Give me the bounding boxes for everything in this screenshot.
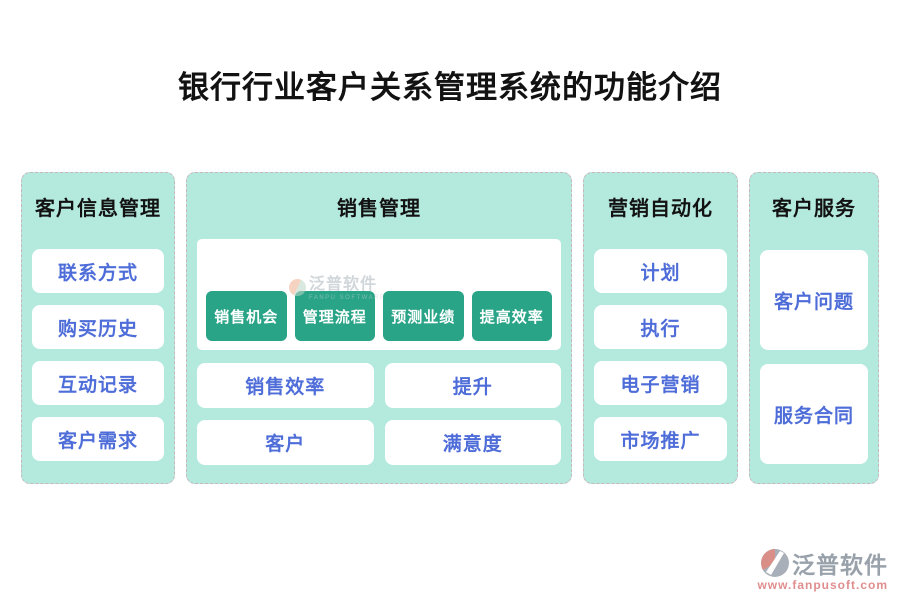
node-sales-opportunity: 销售机会: [206, 291, 287, 341]
sales-inner-box: 泛普软件 FANPU SOFTWARE 销售机会 管理流程 预测业绩 提高效率: [197, 239, 561, 350]
panel-marketing: 营销自动化 计划 执行 电子营销 市场推广: [583, 172, 738, 484]
fanpu-logo-icon: [761, 549, 789, 577]
node-plan: 计划: [594, 249, 727, 293]
footer-brand-text: 泛普软件: [792, 552, 888, 578]
panel-service: 客户服务 客户问题 服务合同: [749, 172, 879, 484]
page-title: 银行行业客户关系管理系统的功能介绍: [178, 70, 722, 105]
node-market-promotion: 市场推广: [594, 417, 727, 461]
node-interaction-record: 互动记录: [32, 361, 164, 405]
node-customer-issues: 客户问题: [760, 250, 868, 350]
node-improve: 提升: [384, 363, 561, 408]
node-service-contract: 服务合同: [760, 364, 868, 464]
node-e-marketing: 电子营销: [594, 361, 727, 405]
panel-marketing-title: 营销自动化: [608, 197, 713, 220]
node-execute: 执行: [594, 305, 727, 349]
sales-grid: 销售效率 提升 客户 满意度: [197, 363, 561, 465]
panel-marketing-items: 计划 执行 电子营销 市场推广: [594, 249, 727, 461]
node-manage-process: 管理流程: [294, 291, 375, 341]
sales-buttons-row: 销售机会 管理流程 预测业绩 提高效率: [206, 291, 552, 341]
footer-url-text: www.fanpusoft.com: [757, 578, 888, 592]
node-forecast-performance: 预测业绩: [383, 291, 464, 341]
panel-service-title: 客户服务: [772, 197, 856, 220]
node-satisfaction: 满意度: [384, 420, 561, 465]
footer-logo: 泛普软件 www.fanpusoft.com: [757, 546, 888, 592]
panel-customer-info: 客户信息管理 联系方式 购买历史 互动记录 客户需求: [21, 172, 175, 484]
panel-service-items: 客户问题 服务合同: [760, 250, 868, 464]
node-customer-needs: 客户需求: [32, 417, 164, 461]
node-customer: 客户: [197, 420, 374, 465]
panels-row: 客户信息管理 联系方式 购买历史 互动记录 客户需求 销售管理 泛普软件 FAN…: [21, 172, 879, 484]
panel-sales: 销售管理 泛普软件 FANPU SOFTWARE 销售机会 管理流程 预测业绩 …: [186, 172, 572, 484]
panel-customer-info-title: 客户信息管理: [35, 197, 161, 220]
panel-customer-info-items: 联系方式 购买历史 互动记录 客户需求: [32, 249, 164, 461]
node-sales-efficiency: 销售效率: [197, 363, 374, 408]
panel-sales-title: 销售管理: [337, 197, 421, 220]
node-improve-efficiency: 提高效率: [471, 291, 552, 341]
node-purchase-history: 购买历史: [32, 305, 164, 349]
node-contact-method: 联系方式: [32, 249, 164, 293]
